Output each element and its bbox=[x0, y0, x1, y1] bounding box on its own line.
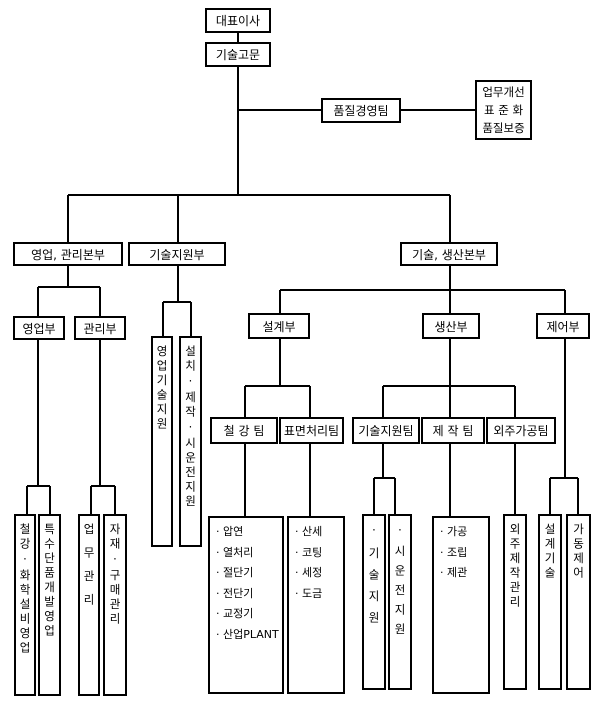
sales-task-label: 특수단품개발영업 bbox=[42, 523, 57, 639]
tech-support-task-box: 영업기술지원 bbox=[151, 336, 173, 547]
list-item: · 열처리 bbox=[216, 545, 254, 559]
list-item: · 가공 bbox=[440, 525, 468, 538]
production-dept-box: 생산부 bbox=[422, 313, 480, 339]
tech-advisor-box: 기술고문 bbox=[205, 42, 271, 67]
tech-support-team-task-box: ·기술지원 bbox=[362, 514, 386, 690]
list-item: · 압연 bbox=[216, 525, 244, 538]
tech-support-team-box: 기술지원팀 bbox=[352, 417, 420, 444]
sales-dept-label: 영업부 bbox=[22, 321, 56, 336]
quality-tasks-box: 업무개선 표 준 화 품질보증 bbox=[475, 80, 532, 140]
tech-support-task-box: 설치·제작·시운전지원 bbox=[179, 336, 202, 547]
steel-team-label: 철 강 팀 bbox=[223, 424, 265, 438]
outsourcing-task-label: 외주제작관리 bbox=[508, 523, 522, 610]
admin-dept-box: 관리부 bbox=[74, 316, 126, 340]
sales-task-box: 철강·화학설비영업 bbox=[14, 514, 36, 696]
control-dept-label: 제어부 bbox=[546, 319, 580, 334]
control-dept-box: 제어부 bbox=[536, 313, 590, 339]
outsourcing-team-box: 외주가공팀 bbox=[486, 417, 556, 444]
sales-dept-box: 영업부 bbox=[13, 316, 65, 340]
outsourcing-team-label: 외주가공팀 bbox=[493, 424, 549, 438]
tech-production-division-box: 기술, 생산본부 bbox=[400, 242, 498, 266]
surface-team-label: 표면처리팀 bbox=[283, 424, 340, 438]
tech-support-division-label: 기술지원부 bbox=[149, 247, 205, 262]
fabrication-team-box: 제 작 팀 bbox=[421, 417, 485, 444]
list-item: · 도금 bbox=[295, 586, 323, 600]
tech-support-team-task-box: ·시운전지원 bbox=[388, 514, 412, 690]
quality-task-item: 표 준 화 bbox=[483, 103, 524, 117]
sales-task-label: 철강·화학설비영업 bbox=[18, 523, 32, 656]
sales-admin-division-box: 영업, 관리본부 bbox=[13, 242, 123, 266]
fabrication-team-label: 제 작 팀 bbox=[432, 424, 474, 438]
tech-support-team-task-label: ·시운전지원 bbox=[393, 523, 407, 643]
list-item: · 교정기 bbox=[216, 607, 254, 620]
list-item: · 산세 bbox=[295, 525, 323, 538]
control-task-box: 가동제어 bbox=[566, 514, 591, 690]
list-item: · 제관 bbox=[440, 566, 468, 579]
control-task-box: 설계기술 bbox=[538, 514, 562, 690]
production-dept-label: 생산부 bbox=[434, 319, 468, 334]
tech-support-task-label: 영업기술지원 bbox=[155, 345, 169, 432]
ceo-label: 대표이사 bbox=[215, 14, 261, 28]
list-item: · 전단기 bbox=[216, 586, 254, 600]
list-item: · 절단기 bbox=[216, 566, 254, 579]
quality-task-item: 품질보증 bbox=[482, 121, 525, 135]
list-item: · 조립 bbox=[440, 545, 468, 559]
list-item: · 세정 bbox=[295, 566, 323, 579]
surface-team-task-list: · 산세 · 코팅 · 세정 · 도금 bbox=[287, 516, 345, 694]
ceo-box: 대표이사 bbox=[205, 8, 271, 33]
list-item: · 산업PLANT bbox=[216, 627, 279, 641]
surface-team-box: 표면처리팀 bbox=[279, 417, 344, 444]
steel-team-box: 철 강 팀 bbox=[210, 417, 278, 444]
quality-task-item: 업무개선 bbox=[482, 85, 525, 99]
quality-team-label: 품질경영팀 bbox=[333, 104, 389, 118]
fabrication-team-task-list: · 가공 · 조립 · 제관 bbox=[432, 516, 490, 694]
tech-advisor-label: 기술고문 bbox=[215, 48, 261, 62]
admin-task-label: 자재·구매관리 bbox=[108, 523, 122, 627]
admin-task-box: 자재·구매관리 bbox=[103, 514, 127, 696]
tech-support-team-task-label: ·기술지원 bbox=[367, 523, 381, 633]
design-dept-box: 설계부 bbox=[248, 313, 310, 339]
design-dept-label: 설계부 bbox=[262, 319, 296, 334]
admin-task-box: 업무관리 bbox=[78, 514, 100, 696]
tech-support-task-label: 설치·제작·시운전지원 bbox=[183, 345, 198, 510]
tech-support-division-box: 기술지원부 bbox=[128, 242, 226, 266]
quality-team-box: 품질경영팀 bbox=[321, 98, 401, 123]
sales-admin-division-label: 영업, 관리본부 bbox=[31, 247, 105, 262]
admin-task-label: 업무관리 bbox=[82, 523, 96, 617]
sales-task-box: 특수단품개발영업 bbox=[38, 514, 61, 696]
control-task-label: 설계기술 bbox=[543, 523, 557, 581]
steel-team-task-list: · 압연 · 열처리 · 절단기 · 전단기 · 교정기 · 산업PLANT bbox=[208, 516, 284, 694]
list-item: · 코팅 bbox=[295, 545, 323, 559]
tech-production-division-label: 기술, 생산본부 bbox=[412, 247, 486, 262]
control-task-label: 가동제어 bbox=[571, 523, 586, 581]
outsourcing-task-box: 외주제작관리 bbox=[503, 514, 527, 690]
admin-dept-label: 관리부 bbox=[83, 321, 117, 336]
tech-support-team-label: 기술지원팀 bbox=[358, 424, 414, 438]
